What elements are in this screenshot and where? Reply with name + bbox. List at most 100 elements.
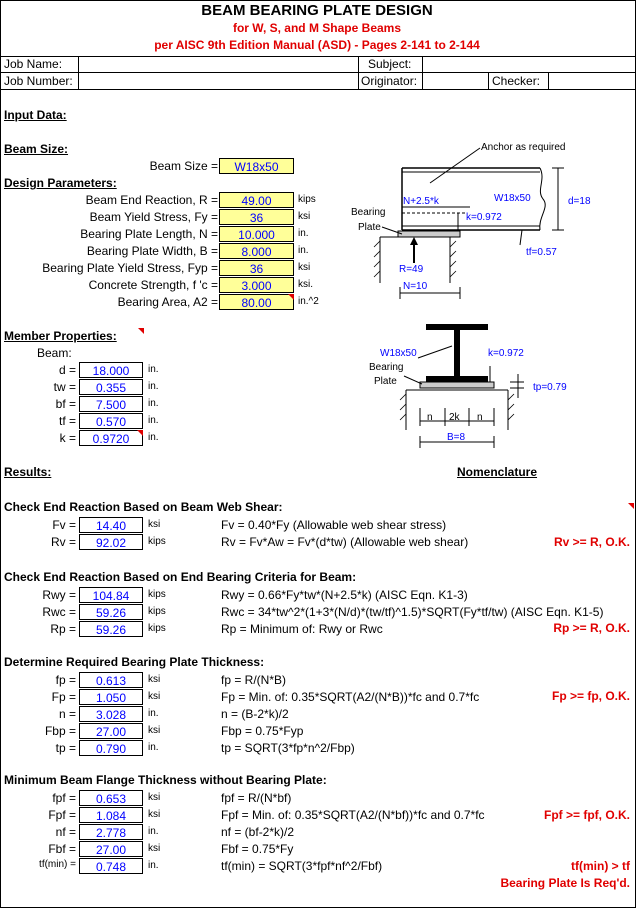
divider [358,56,359,89]
comment-indicator [628,503,634,509]
result-value: 27.00 [79,723,143,739]
param-unit: ksi. [298,279,313,290]
param-label: Bearing Plate Yield Stress, Fyp = [42,261,218,275]
param-input[interactable]: 36 [219,260,294,276]
result-unit: in. [148,826,159,837]
result-unit: ksi [148,809,161,820]
param-unit: in. [298,245,309,256]
result-label: tp = [55,741,76,755]
member-properties-heading: Member Properties: [4,329,117,343]
param-label: Bearing Plate Width, B = [86,244,218,258]
param-input[interactable]: 8.000 [219,243,294,259]
beam-size-heading: Beam Size: [4,142,69,156]
param-input[interactable]: 10.000 [219,226,294,242]
comment-indicator [138,328,144,334]
result-label: fpf = [52,791,76,805]
result-unit: ksi [148,843,161,854]
result-value: 59.26 [79,621,143,637]
result-label: Fbp = [44,724,76,738]
n-label: N=10 [403,281,428,292]
section-2k-label: 2k [449,412,460,423]
result-unit: ksi [148,519,161,530]
web-shear-check: Rv >= R, O.K. [553,535,630,549]
result-unit: kips [148,536,166,547]
beam-label: Beam: [37,346,72,360]
member-prop-unit: in. [148,432,159,443]
reaction-label: R=49 [399,264,424,275]
result-value: 104.84 [79,587,143,603]
member-prop-unit: in. [148,381,159,392]
member-prop-value: 18.000 [79,362,143,378]
job-name-label: Job Name: [4,57,63,71]
section-plate-label: Plate [374,376,397,387]
param-unit: ksi [298,262,311,273]
result-value: 0.748 [79,858,143,874]
divider [0,72,635,73]
divider [488,72,489,89]
result-equation: nf = (bf-2*k)/2 [221,825,295,839]
result-unit: kips [148,589,166,600]
param-input[interactable]: 36 [219,209,294,225]
section-heading: Minimum Beam Flange Thickness without Be… [4,773,327,787]
anchor-label: Anchor as required [481,142,566,153]
flange-check: Fpf >= fpf, O.K. [544,808,630,822]
member-prop-value: 7.500 [79,396,143,412]
result-unit: ksi [148,674,161,685]
result-unit: kips [148,606,166,617]
result-value: 0.653 [79,790,143,806]
param-label: Beam End Reaction, R = [85,193,218,207]
result-unit: in. [148,742,159,753]
section-bearing-label: Bearing [369,362,404,373]
result-label: Fpf = [48,808,76,822]
member-prop-unit: in. [148,398,159,409]
job-name-field[interactable] [80,57,356,71]
member-prop-value: 0.570 [79,413,143,429]
design-parameters-heading: Design Parameters: [4,176,117,190]
divider [422,56,423,89]
result-label: n = [58,707,76,721]
flange-thickness-check: tf(min) > tf [571,859,630,873]
param-label: Bearing Plate Length, N = [80,227,218,241]
end-bearing-check: Rp >= R, O.K. [553,621,630,635]
member-prop-value: 0.9720 [79,430,143,446]
section-n1-label: n [427,412,433,423]
param-input[interactable]: 80.00 [219,294,294,310]
nomenclature-heading: Nomenclature [457,465,538,479]
comment-indicator [288,294,294,300]
beam-size-input[interactable]: W18x50 [219,158,294,174]
result-equation: Rwy = 0.66*Fy*tw*(N+2.5*k) (AISC Eqn. K1… [221,588,468,602]
bearing-plate-required: Bearing Plate Is Req'd. [500,876,630,890]
result-equation: Fv = 0.40*Fy (Allowable web shear stress… [221,518,447,532]
checker-field[interactable] [550,74,632,88]
param-input[interactable]: 3.000 [219,277,294,293]
k-label: k=0.972 [466,212,502,223]
result-equation: fp = R/(N*B) [221,673,287,687]
param-label: Beam Yield Stress, Fy = [89,210,218,224]
result-value: 1.084 [79,807,143,823]
job-number-field[interactable] [80,74,356,88]
beam-shape-label: W18x50 [494,193,531,204]
result-unit: ksi [148,792,161,803]
result-label: Fp = [51,690,76,704]
result-value: 92.02 [79,534,143,550]
param-input[interactable]: 49.00 [219,192,294,208]
result-equation: n = (B-2*k)/2 [221,707,289,721]
result-unit: in. [148,860,159,871]
input-data-heading: Input Data: [4,108,67,122]
result-equation: Fbf = 0.75*Fy [221,842,294,856]
member-prop-label: d = [58,363,76,377]
section-n2-label: n [477,412,483,423]
result-label: nf = [55,825,76,839]
subject-field[interactable] [424,57,632,71]
divider [548,72,549,89]
bearing-elevation-diagram [373,147,564,299]
section-heading: Determine Required Bearing Plate Thickne… [4,655,265,669]
result-label: Rwy = [42,588,76,602]
comment-indicator [137,430,143,436]
originator-field[interactable] [424,74,486,88]
job-number-label: Job Number: [4,74,73,88]
result-value: 27.00 [79,841,143,857]
result-equation: tp = SQRT(3*fp*n^2/Fbp) [221,741,355,755]
param-unit: in. [298,228,309,239]
result-equation: Fbp = 0.75*Fyp [221,724,304,738]
